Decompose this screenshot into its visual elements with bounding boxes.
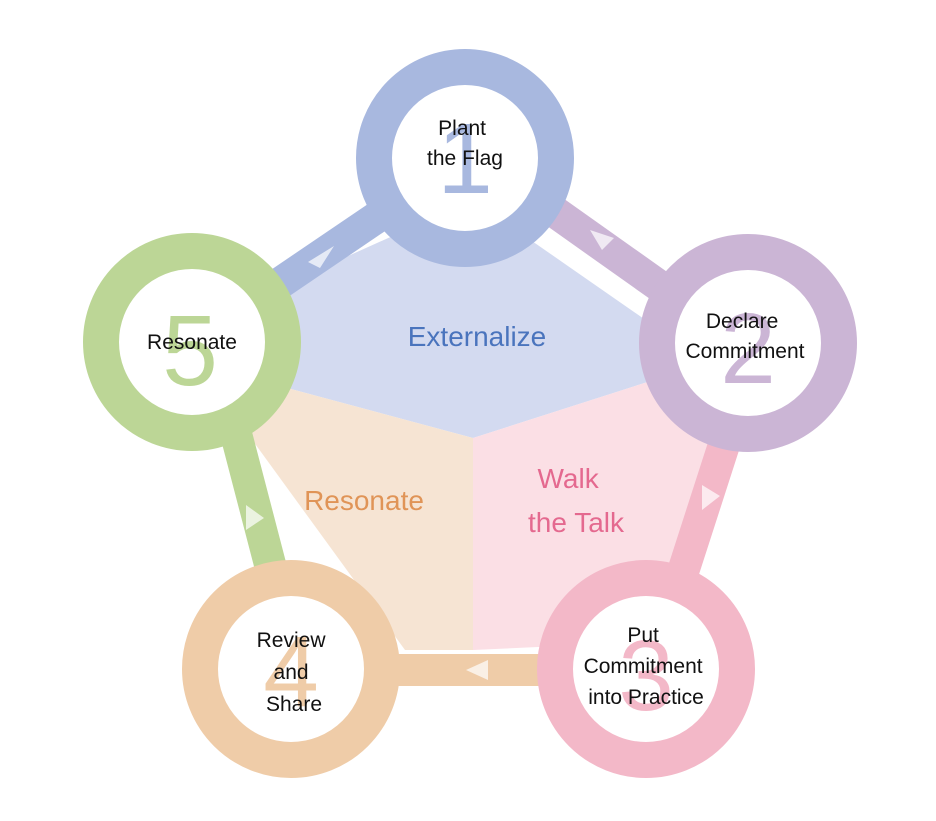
arrow-4-to-5: [246, 505, 264, 530]
step-1-number: 1: [437, 103, 493, 215]
step-1-label: Plant the Flag: [427, 117, 503, 170]
step-3-label-line: Commitment: [584, 655, 703, 678]
step-5: 5 Resonate: [83, 233, 301, 451]
step-2-number: 2: [720, 293, 776, 405]
step-2-ring: [639, 234, 857, 452]
step-1: 1 Plant the Flag: [356, 49, 574, 267]
step-1-label-line: the Flag: [427, 147, 503, 170]
arrow-5-to-1: [308, 246, 334, 268]
step-4-number: 4: [263, 616, 319, 728]
arrow-3-to-4: [466, 660, 488, 680]
region-resonate-area: [245, 378, 473, 650]
region-walk-label: Walk the Talk: [528, 463, 625, 538]
region-externalize-area: [250, 200, 660, 438]
step-4-label: Review and Share: [257, 629, 332, 716]
step-4-ring: [182, 560, 400, 778]
step-2-label: Declare Commitment: [685, 310, 804, 363]
step-3-number: 3: [618, 620, 674, 732]
step-2-label-line: Declare: [706, 310, 778, 333]
step-3-label-line: Put: [627, 624, 659, 647]
region-walk-label-line: Walk: [538, 463, 600, 494]
step-5-number: 5: [162, 295, 218, 407]
step-4-label-line: Share: [266, 693, 322, 716]
arrow-2-to-3: [702, 485, 720, 510]
step-4-label-line: Review: [257, 629, 327, 652]
step-2-label-line: Commitment: [685, 340, 804, 363]
region-resonate-label: Resonate: [304, 485, 424, 516]
step-3-label-line: into Practice: [588, 686, 704, 709]
step-2: 2 Declare Commitment: [639, 234, 857, 452]
step-4: 4 Review and Share: [182, 560, 400, 778]
step-1-ring: [356, 49, 574, 267]
step-4-label-line: and: [274, 661, 309, 684]
arrow-1-to-2: [590, 230, 614, 250]
step-5-label-line: Resonate: [147, 331, 237, 354]
step-5-label: Resonate: [147, 331, 237, 354]
region-externalize-label: Externalize: [408, 321, 547, 352]
step-1-label-line: Plant: [438, 117, 486, 140]
step-5-ring: [83, 233, 301, 451]
step-3-ring: [537, 560, 755, 778]
step-3-label: Put Commitment into Practice: [584, 624, 709, 709]
region-walk-label-line: the Talk: [528, 507, 625, 538]
step-3: 3 Put Commitment into Practice: [537, 560, 755, 778]
